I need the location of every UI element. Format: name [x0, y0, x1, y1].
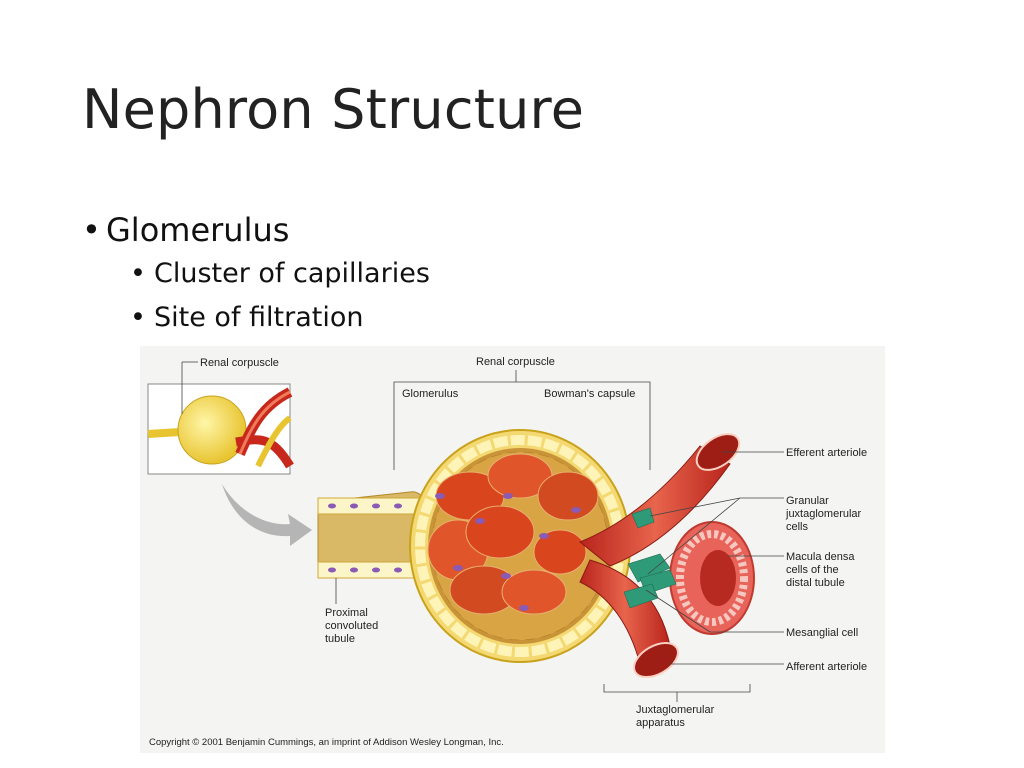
bullet-dot: •: [130, 258, 146, 289]
bullet-text: Site of filtration: [154, 302, 364, 333]
label-bowmans-capsule: Bowman's capsule: [544, 388, 635, 400]
label-renal-corpuscle-inset: Renal corpuscle: [200, 357, 279, 369]
label-proximal-tubule: Proximal: [325, 607, 368, 619]
bullet-list: •Glomerulus •Cluster of capillaries •Sit…: [82, 208, 430, 340]
juxtaglomerular-cells: [623, 507, 677, 609]
bullet-text: Cluster of capillaries: [154, 258, 430, 289]
label-macula-densa: distal tubule: [786, 577, 845, 589]
label-jga: apparatus: [636, 717, 685, 729]
sub-bullet-item: • Site of filtration: [130, 296, 430, 340]
label-proximal-tubule: convoluted: [325, 620, 378, 632]
afferent-arteriole: [579, 559, 679, 679]
label-proximal-tubule: tubule: [325, 633, 355, 645]
label-afferent-arteriole: Afferent arteriole: [786, 661, 867, 673]
bullet-dot: •: [130, 302, 146, 333]
efferent-arteriole: [579, 433, 741, 567]
proximal-tubule: [317, 491, 431, 579]
sub-bullet-item: • Cluster of capillaries: [130, 252, 430, 296]
distal-tubule: [669, 521, 755, 635]
label-macula-densa: Macula densa: [786, 551, 855, 563]
slide-title: Nephron Structure: [82, 78, 585, 141]
label-jga: Juxtaglomerular: [636, 704, 715, 716]
copyright-text: Copyright © 2001 Benjamin Cummings, an i…: [149, 737, 504, 748]
label-granular: Granular: [786, 495, 829, 507]
inset-renal-corpuscle: [147, 383, 294, 475]
bullet-item: •Glomerulus: [82, 208, 430, 252]
label-macula-densa: cells of the: [786, 564, 839, 576]
label-mesanglial-cell: Mesanglial cell: [786, 627, 858, 639]
glomerulus-tuft: [427, 453, 599, 615]
tuft-nuclei: [435, 493, 581, 611]
bullet-dot: •: [82, 211, 101, 249]
label-glomerulus: Glomerulus: [402, 388, 459, 400]
leader-lines: [335, 451, 784, 665]
label-efferent-arteriole: Efferent arteriole: [786, 447, 867, 459]
label-granular: juxtaglomerular: [785, 508, 862, 520]
nephron-figure: Renal corpuscle Renal corpuscle Glomerul…: [140, 346, 885, 753]
arrow-icon: [222, 484, 312, 546]
nephron-diagram: Renal corpuscle Renal corpuscle Glomerul…: [147, 356, 867, 748]
label-granular: cells: [786, 521, 809, 533]
bullet-text: Glomerulus: [106, 211, 290, 249]
label-renal-corpuscle-top: Renal corpuscle: [476, 356, 555, 368]
